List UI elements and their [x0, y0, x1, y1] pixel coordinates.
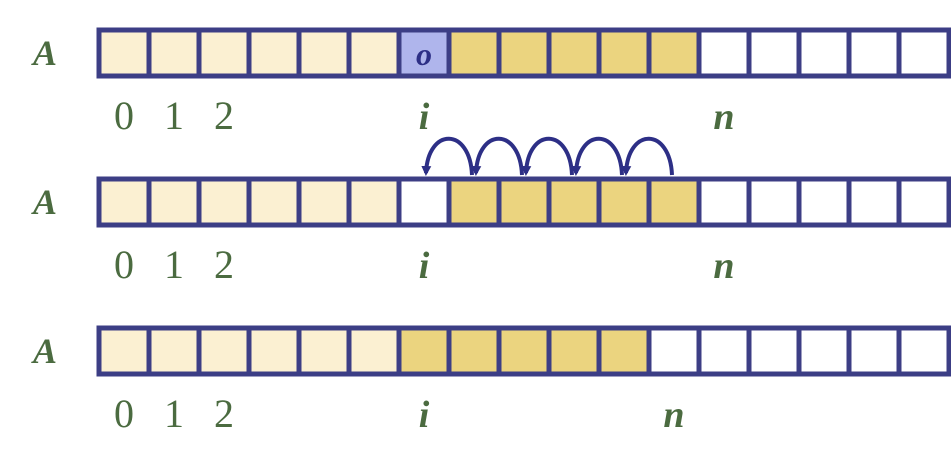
array-cell — [346, 325, 402, 377]
array-cell — [196, 325, 252, 377]
array-cell — [546, 325, 602, 377]
array-cell — [696, 325, 752, 377]
array-cell — [346, 27, 402, 79]
array-cell — [246, 176, 302, 228]
array-cell — [96, 176, 152, 228]
index-label: 2 — [214, 391, 234, 436]
array-cell — [596, 176, 652, 228]
index-label: 1 — [164, 391, 184, 436]
index-label: 1 — [164, 242, 184, 287]
array-cell — [496, 176, 552, 228]
index-label: 1 — [164, 93, 184, 138]
array-cell — [396, 27, 452, 79]
array-cell — [846, 325, 902, 377]
array-label: A — [31, 331, 57, 371]
array-cell — [146, 176, 202, 228]
array-cell — [596, 325, 652, 377]
shift-arrow — [521, 136, 574, 176]
array-cell — [196, 176, 252, 228]
array-cell — [896, 325, 951, 377]
shift-arrow — [571, 136, 624, 176]
array-cell — [446, 176, 502, 228]
array-cell — [796, 27, 852, 79]
array-cell — [846, 176, 902, 228]
array-cell — [496, 27, 552, 79]
array-cell — [746, 176, 802, 228]
array-cell — [346, 176, 402, 228]
array-cell — [396, 176, 452, 228]
array-cell — [246, 27, 302, 79]
index-label: 2 — [214, 242, 234, 287]
index-label: 0 — [114, 242, 134, 287]
array-cell — [896, 27, 951, 79]
array-cell — [796, 325, 852, 377]
array-cell — [846, 27, 902, 79]
array-cell — [96, 325, 152, 377]
index-label-n: n — [713, 96, 734, 138]
array-cell — [746, 325, 802, 377]
shift-arrow — [421, 136, 474, 176]
index-label-i: i — [419, 96, 430, 138]
array-label: A — [31, 33, 57, 73]
array-cell — [96, 27, 152, 79]
array-cell — [746, 27, 802, 79]
array-cell — [446, 27, 502, 79]
array-cell — [146, 27, 202, 79]
array-cell — [446, 325, 502, 377]
array-cell — [646, 325, 702, 377]
array-cell — [546, 27, 602, 79]
array-cell — [596, 27, 652, 79]
array-cell — [246, 325, 302, 377]
array-cell — [296, 325, 352, 377]
array-cell — [196, 27, 252, 79]
index-label-i: i — [419, 394, 430, 436]
array-cell — [296, 27, 352, 79]
index-label: 0 — [114, 391, 134, 436]
array-cell — [546, 176, 602, 228]
index-label: 2 — [214, 93, 234, 138]
array-cell — [646, 27, 702, 79]
index-label-i: i — [419, 245, 430, 287]
array-cell — [496, 325, 552, 377]
array-cell — [896, 176, 951, 228]
index-label-n: n — [713, 245, 734, 287]
index-label-n: n — [663, 394, 684, 436]
shift-arrow — [621, 136, 674, 176]
array-cell — [396, 325, 452, 377]
array-cell — [696, 27, 752, 79]
cell-element-label: o — [416, 36, 432, 72]
array-label: A — [31, 182, 57, 222]
array-cell — [146, 325, 202, 377]
shift-arrow — [471, 136, 524, 176]
array-cell — [296, 176, 352, 228]
array-cell — [646, 176, 702, 228]
array-cell — [796, 176, 852, 228]
array-cell — [696, 176, 752, 228]
index-label: 0 — [114, 93, 134, 138]
